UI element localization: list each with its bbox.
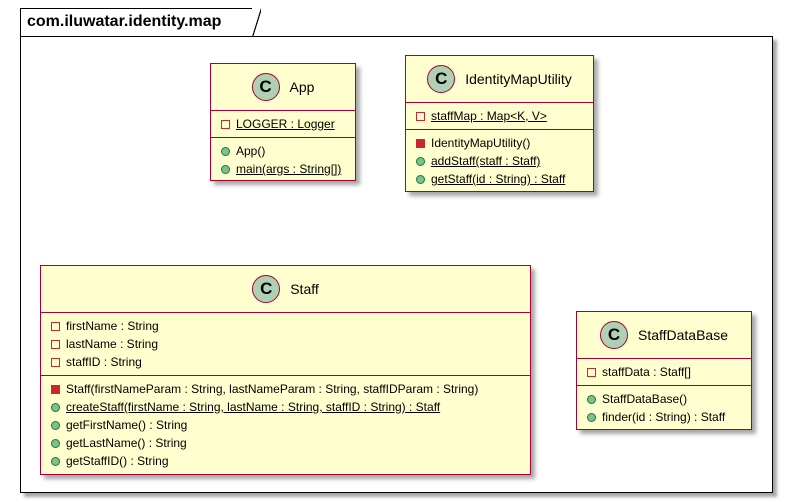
class-app[interactable]: C App LOGGER : Logger App() main(args : …: [210, 63, 356, 181]
class-stereotype-icon: C: [251, 73, 280, 101]
private-method-icon: [416, 138, 425, 148]
field-text: staffID : String: [66, 355, 142, 369]
class-staff[interactable]: C Staff firstName : String lastName : St…: [40, 265, 531, 475]
method-text: createStaff(firstName : String, lastName…: [66, 400, 441, 414]
method-create-staff: createStaff(firstName : String, lastName…: [51, 398, 530, 416]
public-method-icon: [221, 164, 230, 174]
public-method-icon: [51, 420, 60, 430]
field-text: LOGGER : Logger: [236, 117, 335, 131]
class-name: Staff: [290, 281, 319, 297]
field-staff-map: staffMap : Map<K, V>: [416, 107, 593, 125]
public-method-icon: [221, 146, 230, 156]
class-name: App: [289, 79, 315, 95]
method-staff-data-base: StaffDataBase(): [587, 390, 751, 408]
field-logger: LOGGER : Logger: [221, 115, 355, 133]
method-get-staff: getStaff(id : String) : Staff: [416, 170, 593, 188]
method-text: getLastName() : String: [66, 436, 187, 450]
public-method-icon: [51, 456, 60, 466]
method-text: getStaffID() : String: [66, 454, 169, 468]
public-method-icon: [587, 412, 596, 422]
method-text: finder(id : String) : Staff: [602, 410, 726, 424]
class-header: C StaffDataBase: [577, 312, 751, 359]
field-text: firstName : String: [66, 319, 159, 333]
private-field-icon: [51, 321, 60, 331]
field-text: staffMap : Map<K, V>: [431, 109, 547, 123]
field-text: lastName : String: [66, 337, 159, 351]
method-finder: finder(id : String) : Staff: [587, 408, 751, 426]
methods-section: IdentityMapUtility() addStaff(staff : St…: [406, 130, 593, 192]
class-header: C IdentityMapUtility: [406, 56, 593, 103]
class-header: C App: [211, 64, 355, 111]
class-staff-data-base[interactable]: C StaffDataBase staffData : Staff[] Staf…: [576, 311, 752, 430]
private-method-icon: [51, 384, 60, 394]
class-identity-map-utility[interactable]: C IdentityMapUtility staffMap : Map<K, V…: [405, 55, 594, 192]
public-method-icon: [416, 156, 425, 166]
method-text: main(args : String[]): [236, 162, 342, 176]
public-method-icon: [51, 402, 60, 412]
private-field-icon: [51, 339, 60, 349]
method-text: IdentityMapUtility(): [431, 136, 531, 150]
private-field-icon: [221, 119, 230, 129]
method-get-staff-id: getStaffID() : String: [51, 452, 530, 470]
class-stereotype-icon: C: [427, 65, 456, 93]
method-add-staff: addStaff(staff : Staff): [416, 152, 593, 170]
field-staff-id: staffID : String: [51, 353, 530, 371]
public-method-icon: [587, 394, 596, 404]
fields-section: staffData : Staff[]: [577, 359, 751, 386]
field-last-name: lastName : String: [51, 335, 530, 353]
fields-section: staffMap : Map<K, V>: [406, 103, 593, 130]
private-field-icon: [416, 111, 425, 121]
method-text: getFirstName() : String: [66, 418, 188, 432]
class-stereotype-icon: C: [252, 275, 281, 303]
method-get-first-name: getFirstName() : String: [51, 416, 530, 434]
fields-section: firstName : String lastName : String sta…: [41, 313, 530, 376]
method-text: StaffDataBase(): [602, 392, 688, 406]
package-name: com.iluwatar.identity.map: [27, 13, 222, 30]
method-staff-constructor: Staff(firstNameParam : String, lastNameP…: [51, 380, 530, 398]
class-name: StaffDataBase: [637, 327, 729, 343]
method-text: App(): [236, 144, 266, 158]
class-name: IdentityMapUtility: [465, 71, 572, 87]
method-identity-map-utility: IdentityMapUtility(): [416, 134, 593, 152]
method-text: getStaff(id : String) : Staff: [431, 172, 566, 186]
methods-section: StaffDataBase() finder(id : String) : St…: [577, 386, 751, 430]
field-first-name: firstName : String: [51, 317, 530, 335]
method-get-last-name: getLastName() : String: [51, 434, 530, 452]
methods-section: App() main(args : String[]): [211, 138, 355, 182]
field-text: staffData : Staff[]: [602, 365, 691, 379]
package-tab: com.iluwatar.identity.map: [20, 7, 261, 37]
method-main: main(args : String[]): [221, 160, 355, 178]
public-method-icon: [51, 438, 60, 448]
method-text: addStaff(staff : Staff): [431, 154, 541, 168]
fields-section: LOGGER : Logger: [211, 111, 355, 138]
methods-section: Staff(firstNameParam : String, lastNameP…: [41, 376, 530, 474]
class-header: C Staff: [41, 266, 530, 313]
private-field-icon: [51, 357, 60, 367]
public-method-icon: [416, 174, 425, 184]
private-field-icon: [587, 367, 596, 377]
class-stereotype-icon: C: [599, 321, 628, 349]
method-app: App(): [221, 142, 355, 160]
field-staff-data: staffData : Staff[]: [587, 363, 751, 381]
method-text: Staff(firstNameParam : String, lastNameP…: [66, 382, 479, 396]
